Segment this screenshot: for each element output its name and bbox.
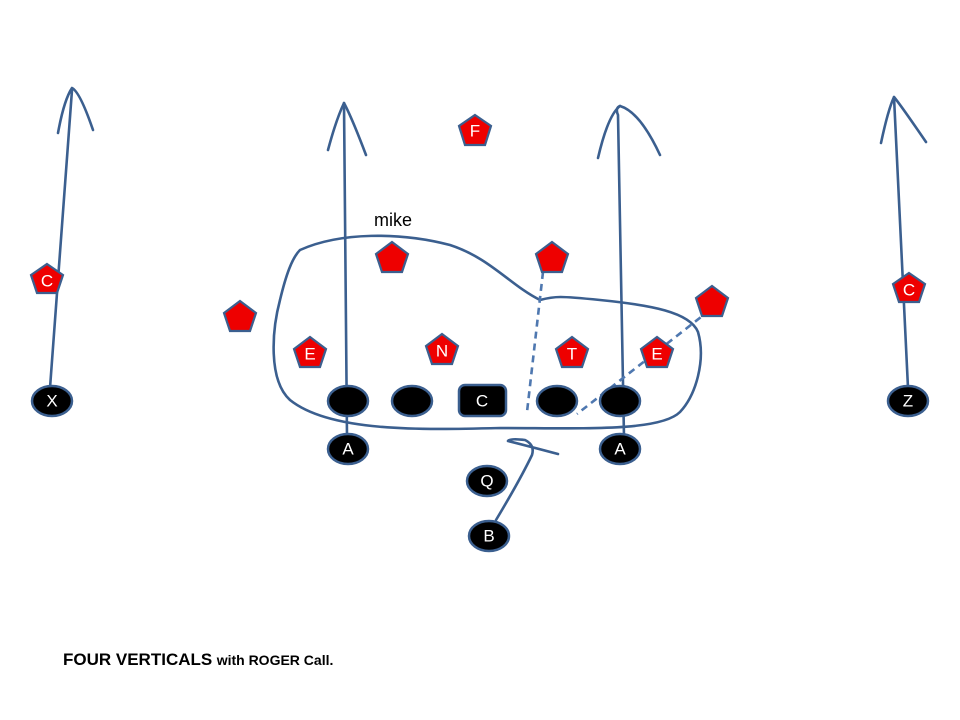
route-b-swing (494, 437, 560, 522)
defender-outside-linebacker-left (222, 299, 258, 333)
defender-label: C (41, 272, 53, 291)
play-caption: FOUR VERTICALS with ROGER Call. (63, 650, 333, 670)
defender-tackle: T (554, 335, 590, 369)
route-a-left-vertical (342, 101, 349, 439)
offense-back: B (467, 519, 511, 553)
offense-label: X (46, 392, 57, 411)
offense-left-tackle (326, 384, 370, 418)
route-x-vertical (48, 88, 74, 390)
play-subtitle: with ROGER Call. (216, 652, 334, 668)
defender-label: F (470, 122, 480, 141)
offense-right-guard (535, 384, 579, 418)
offense-z-receiver: Z (886, 384, 930, 418)
defender-outside-linebacker-right (694, 284, 730, 318)
offense-left-guard (390, 384, 434, 418)
offense-right-tackle (598, 384, 642, 418)
defender-mike-linebacker (374, 240, 410, 274)
offense-quarterback: Q (465, 464, 509, 498)
play-title: FOUR VERTICALS (63, 650, 213, 669)
defender-label: C (903, 281, 915, 300)
route-a-left-arrow (326, 101, 368, 157)
route-z-arrow (879, 95, 928, 145)
offense-label: Q (480, 472, 493, 491)
defender-corner-left: C (29, 262, 65, 295)
defender-end-right: E (639, 335, 675, 369)
offense-label: A (342, 440, 354, 459)
offense-a-right: A (598, 432, 642, 466)
defender-free-safety: F (457, 113, 493, 147)
offense-label: Z (903, 392, 913, 411)
route-x-arrow (56, 86, 95, 135)
defender-label: E (651, 345, 662, 364)
route-a-right-arrow (596, 104, 662, 160)
mike-annotation: mike (374, 210, 412, 230)
defender-label: N (436, 342, 448, 361)
defender-end-left: E (292, 335, 328, 369)
defender-linebacker-right (534, 240, 570, 274)
offense-center: C (457, 383, 508, 418)
protection-zone-outline (272, 234, 703, 431)
route-z-vertical (892, 95, 910, 390)
offense-a-left: A (326, 432, 370, 466)
blitz-line-outside (576, 308, 711, 416)
defender-nose: N (424, 332, 460, 366)
offense-label: A (614, 440, 626, 459)
defender-label: E (304, 345, 315, 364)
defender-label: T (567, 345, 577, 364)
offense-label: B (483, 527, 494, 546)
offense-x-receiver: X (30, 384, 74, 418)
defender-corner-right: C (891, 271, 927, 304)
offense-label: C (476, 392, 488, 411)
